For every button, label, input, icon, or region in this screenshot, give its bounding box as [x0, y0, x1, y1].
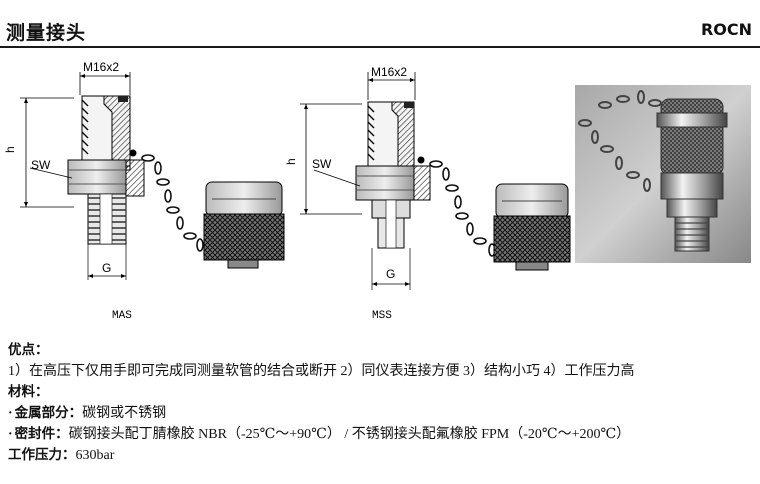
mas-thread-label: M16x2	[83, 60, 119, 74]
mss-g-label: G	[386, 267, 395, 281]
seal-label: 密封件：	[14, 426, 69, 442]
mas-sw-label: SW	[31, 158, 51, 172]
mas-caption: MAS	[112, 310, 132, 322]
mss-h-label: h	[284, 158, 298, 165]
metal-label: 金属部分：	[14, 405, 83, 421]
bullet-icon: ·	[8, 406, 13, 421]
mas-drawing: M16x2 h SW G	[3, 60, 285, 280]
materials-title: 材料：	[8, 384, 49, 400]
seal-value: 碳钢接头配丁腈橡胶 NBR（-25℃～+90℃） / 不锈钢接头配氟橡胶 FPM…	[68, 427, 631, 442]
metal-value: 碳钢或不锈钢	[82, 406, 167, 421]
page-title: 测量接头	[6, 22, 87, 44]
brand-logo: ROCN	[700, 20, 752, 39]
bullet-icon: ·	[8, 427, 13, 442]
mss-sw-label: SW	[312, 157, 332, 171]
product-photo	[575, 85, 751, 263]
mss-drawing: M16x2 h SW G	[284, 65, 571, 290]
mss-caption: MSS	[372, 310, 392, 322]
header-rule	[0, 46, 760, 48]
pressure-value: 630bar	[75, 448, 115, 463]
specs-section: 优点： 1）在高压下仅用手即可完成同测量软管的结合或断开 2）同仪表连接方便 3…	[8, 340, 635, 466]
technical-drawings: M16x2 h SW G	[3, 60, 571, 322]
mss-thread-label: M16x2	[371, 65, 407, 79]
mas-h-label: h	[3, 146, 17, 153]
advantages-text: 1）在高压下仅用手即可完成同测量软管的结合或断开 2）同仪表连接方便 3）结构小…	[8, 364, 635, 379]
pressure-label: 工作压力：	[8, 447, 76, 463]
advantages-title: 优点：	[8, 342, 49, 358]
mas-g-label: G	[102, 261, 111, 275]
